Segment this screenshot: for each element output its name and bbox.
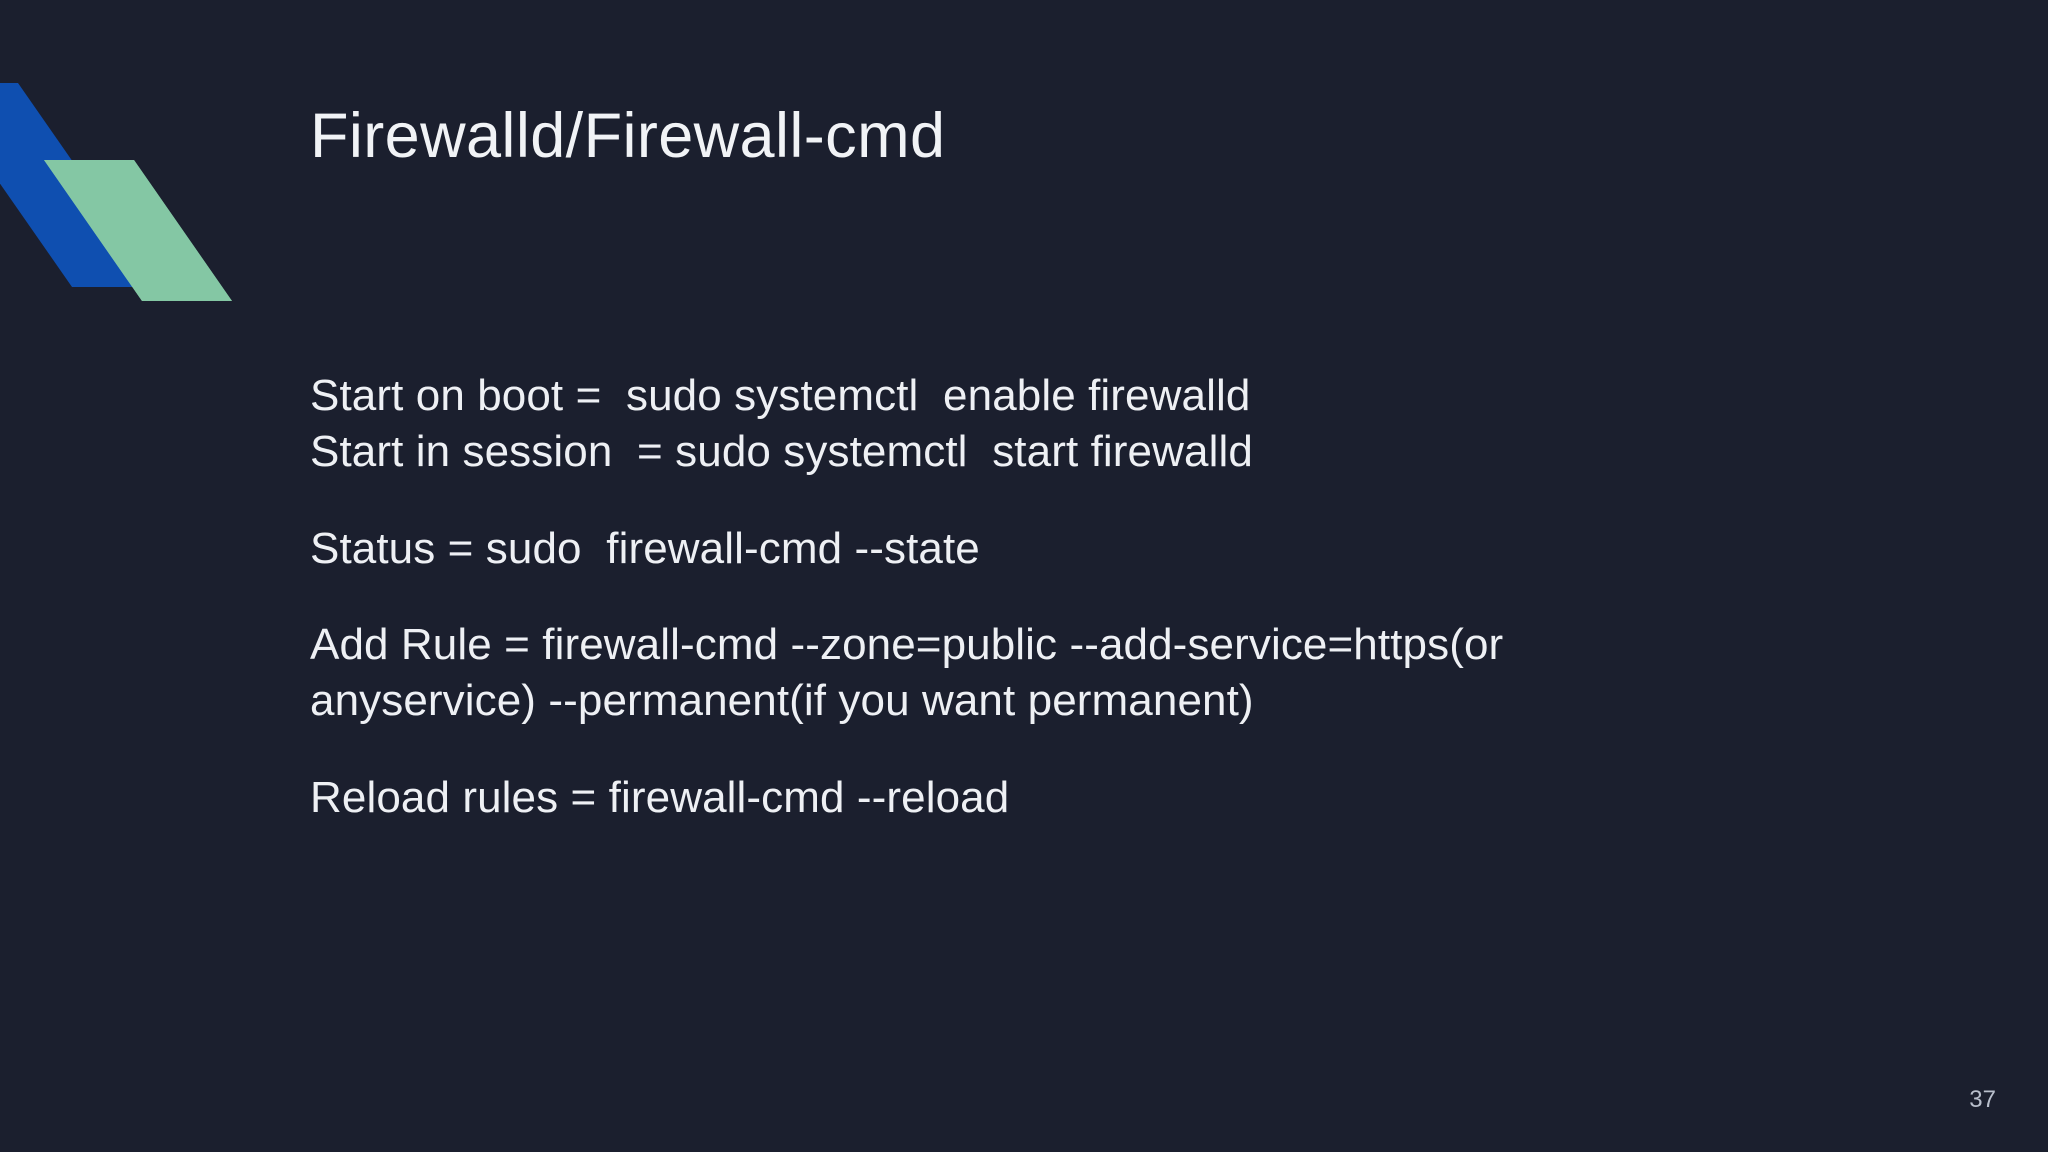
corner-parallelogram-logo <box>0 55 240 320</box>
paragraph-spacer <box>310 577 1730 617</box>
body-line-start-on-boot: Start on boot = sudo systemctl enable fi… <box>310 371 1251 420</box>
paragraph-spacer <box>310 481 1730 521</box>
body-line-status: Status = sudo firewall-cmd --state <box>310 523 980 573</box>
body-line-add-rule: Add Rule = firewall-cmd --zone=public --… <box>310 619 1516 726</box>
paragraph-spacer <box>310 730 1730 770</box>
slide-body: Start on boot = sudo systemctl enable fi… <box>310 368 1730 826</box>
body-line-start-in-session: Start in session = sudo systemctl start … <box>310 427 1253 477</box>
slide-title: Firewalld/Firewall-cmd <box>310 101 946 171</box>
page-number: 37 <box>1969 1086 1996 1113</box>
logo-shapes <box>0 83 232 301</box>
green-parallelogram-body-icon <box>44 160 232 301</box>
body-line-reload: Reload rules = firewall-cmd --reload <box>310 772 1010 822</box>
